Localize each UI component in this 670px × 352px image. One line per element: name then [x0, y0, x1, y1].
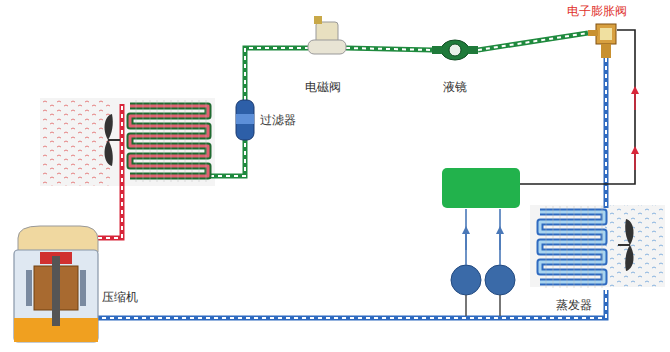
sensor-wires	[466, 209, 500, 316]
part-label: 电磁阀	[305, 80, 341, 94]
fin	[178, 100, 179, 182]
part-label: 液镜	[443, 80, 467, 94]
fin	[581, 206, 582, 288]
pipe-dash	[245, 48, 308, 100]
fin	[143, 100, 144, 182]
fin	[136, 100, 137, 182]
pipe	[210, 140, 245, 176]
pipe-dash	[210, 140, 245, 176]
part-label: 压缩机	[102, 290, 138, 304]
pipe-dash	[605, 58, 607, 208]
cold-air	[605, 205, 665, 287]
coil	[130, 106, 208, 176]
fin	[150, 100, 151, 182]
hot-air	[40, 98, 110, 186]
coil-inner	[540, 212, 604, 282]
fin	[588, 206, 589, 288]
fin	[546, 206, 547, 288]
part-label: 过滤器	[260, 113, 296, 127]
coil	[540, 212, 604, 282]
fin	[199, 100, 200, 182]
pipe-dash	[98, 104, 122, 238]
evaporator-air	[530, 205, 665, 287]
temperature-sensor	[485, 265, 515, 295]
pipe-dash	[346, 48, 432, 50]
pipe	[245, 48, 308, 100]
pipe	[98, 104, 122, 238]
coil-group	[130, 100, 604, 288]
fin	[192, 100, 193, 182]
condenser-air	[40, 98, 215, 186]
pipe	[604, 58, 609, 208]
control-wire	[520, 30, 635, 184]
controller-box	[442, 168, 520, 208]
fin	[157, 100, 158, 182]
compressor	[14, 226, 98, 342]
fin	[574, 206, 575, 288]
filter	[236, 100, 254, 140]
solenoid-valve	[308, 16, 346, 54]
pipe	[98, 290, 606, 318]
pipe-dash	[98, 290, 606, 318]
pipe-dash	[478, 33, 588, 50]
fin	[164, 100, 165, 182]
pressure-sensor	[451, 265, 481, 295]
fin	[567, 206, 568, 288]
evaporator-fan	[618, 219, 633, 271]
sight-glass	[432, 40, 478, 60]
fin	[602, 206, 603, 288]
fin	[185, 100, 186, 182]
pipe	[346, 48, 432, 50]
pipe	[478, 33, 588, 50]
fin	[595, 206, 596, 288]
part-label: 蒸发器	[556, 298, 592, 312]
fin	[560, 206, 561, 288]
part-label: 电子膨胀阀	[567, 4, 627, 18]
pipe-group	[98, 33, 606, 318]
fin	[171, 100, 172, 182]
coil-inner	[130, 106, 208, 176]
fin	[206, 100, 207, 182]
fin	[553, 206, 554, 288]
expansion-valve	[588, 24, 616, 58]
condenser-fan	[105, 114, 120, 166]
